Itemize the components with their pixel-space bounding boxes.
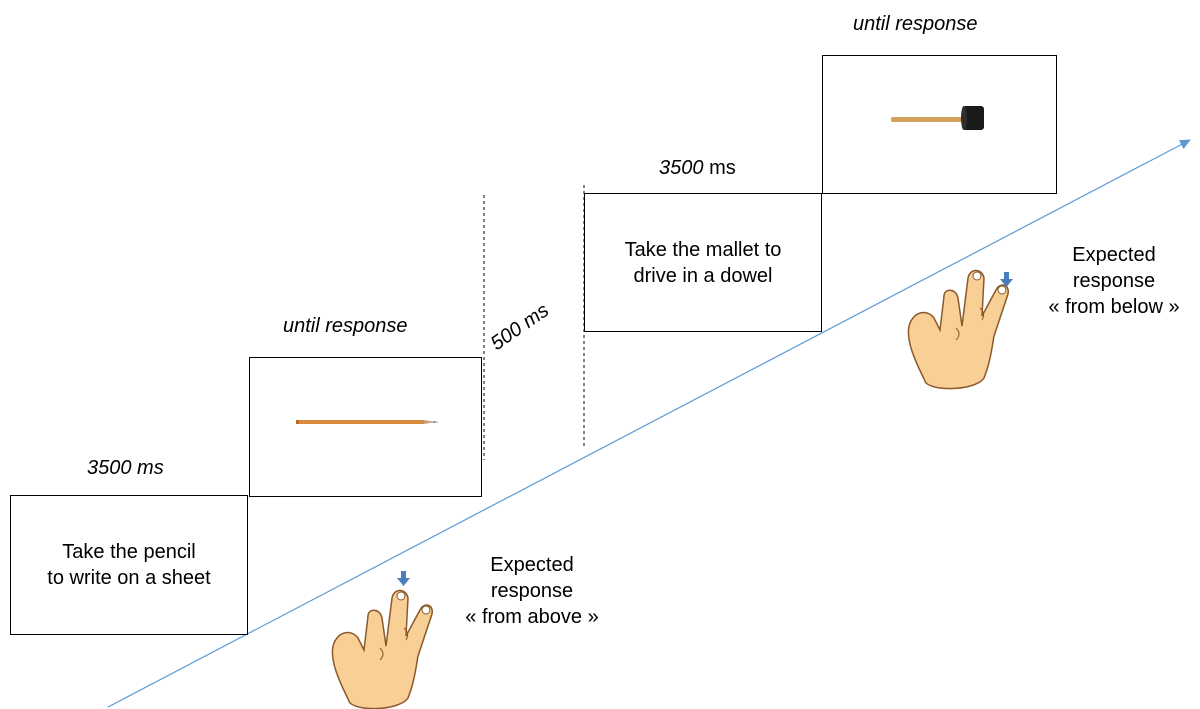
response-line: response — [1072, 270, 1156, 292]
duration-text: 3500 ms — [87, 457, 164, 479]
duration-label: 3500 ms — [659, 156, 736, 180]
response-line: « from above » — [465, 606, 599, 628]
duration-text: until response — [283, 315, 408, 337]
duration-text: until response — [853, 13, 978, 35]
duration-label: 3500 ms — [87, 456, 164, 480]
response-line: « from below » — [1048, 296, 1180, 318]
stimulus-box-mallet — [822, 55, 1057, 194]
expected-response-above: Expected response « from above » — [452, 552, 612, 630]
instruction-box-mallet: Take the mallet to drive in a dowel — [584, 193, 822, 332]
instruction-box-pencil: Take the pencil to write on a sheet — [10, 495, 248, 635]
instruction-text-line: drive in a dowel — [633, 265, 773, 287]
stimulus-box-pencil — [249, 357, 482, 497]
hand-icon — [331, 589, 433, 709]
duration-value: 3500 — [659, 157, 704, 179]
response-line: Expected — [1072, 244, 1156, 266]
response-line: response — [490, 580, 574, 602]
time-arrow — [107, 139, 1191, 708]
down-arrow-icon — [1000, 272, 1013, 287]
hand-icon — [907, 269, 1009, 390]
duration-unit: ms — [709, 157, 736, 179]
response-line: Expected — [490, 554, 574, 576]
instruction-text-line: Take the pencil — [62, 541, 196, 563]
duration-label: until response — [853, 12, 978, 36]
expected-response-below: Expected response « from below » — [1032, 242, 1196, 320]
down-arrow-icon — [397, 571, 410, 586]
instruction-text-line: to write on a sheet — [47, 567, 211, 589]
instruction-text-line: Take the mallet to — [624, 239, 782, 261]
mallet-image — [891, 106, 984, 130]
duration-label: until response — [283, 314, 408, 338]
pencil-image — [296, 420, 439, 424]
